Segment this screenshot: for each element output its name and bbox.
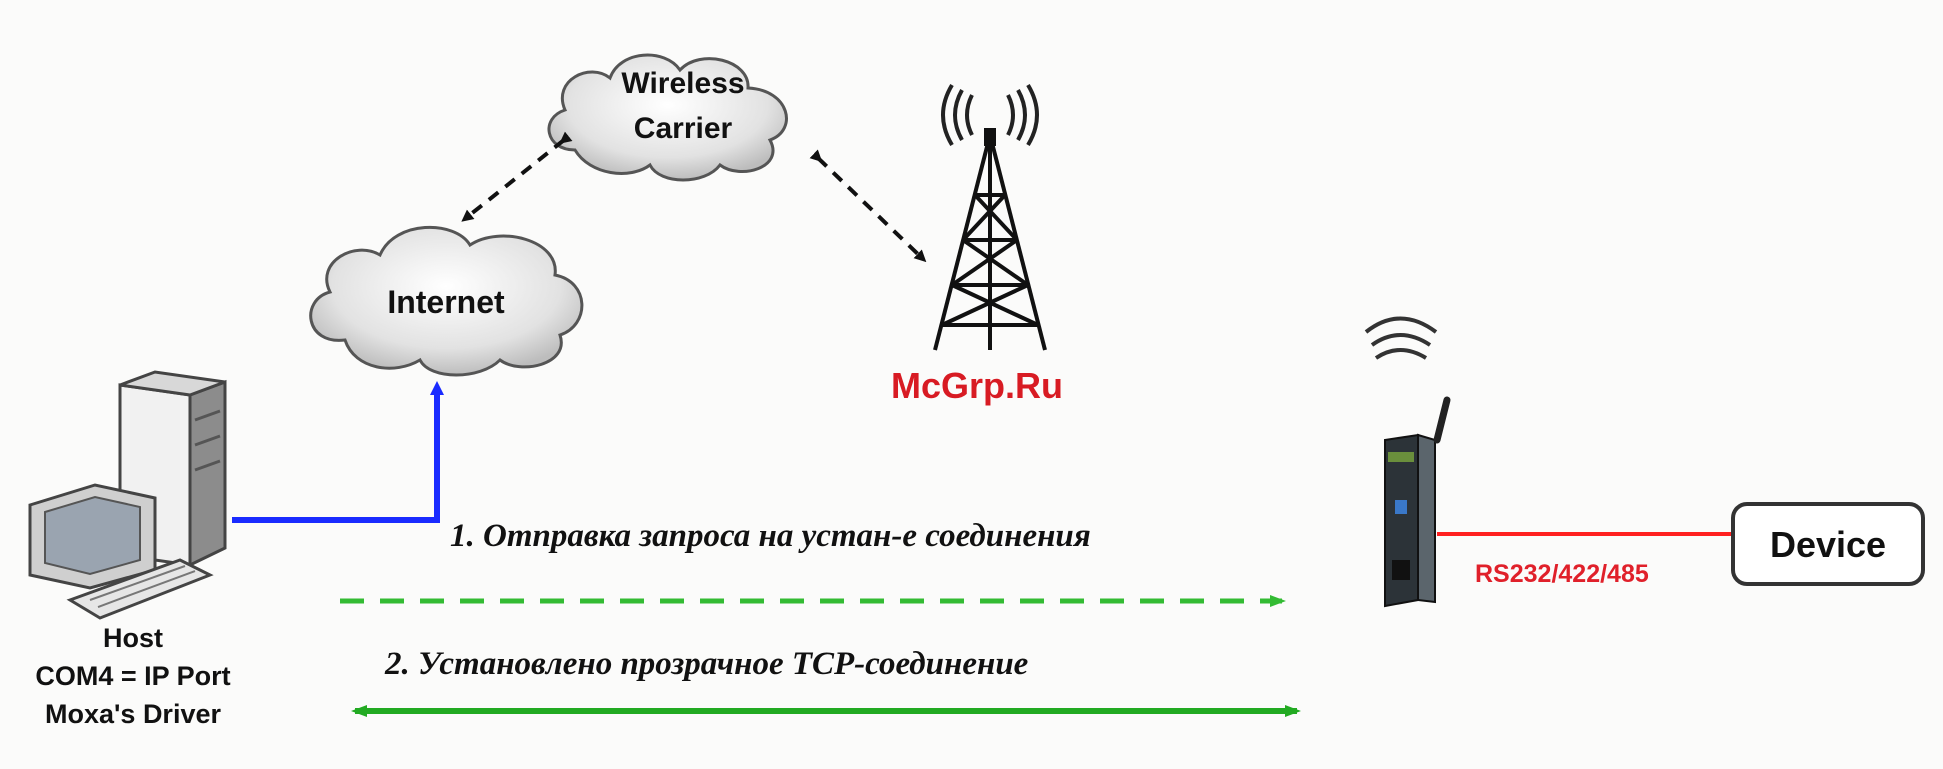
host-label-line2: COM4 = IP Port xyxy=(35,661,230,691)
serial-protocol-label: RS232/422/485 xyxy=(1475,560,1649,588)
wireless-carrier-label-line2: Carrier xyxy=(634,112,733,145)
step1-label: 1. Отправка запроса на устан-е соединени… xyxy=(450,518,1091,554)
internet-label: Internet xyxy=(387,284,505,320)
host-label-line1: Host xyxy=(103,623,163,653)
signal-waves-icon xyxy=(1366,319,1436,359)
carrier-internet-link xyxy=(466,140,564,218)
internet-cloud: Internet xyxy=(311,227,582,375)
host-label-line3: Moxa's Driver xyxy=(45,699,221,729)
carrier-tower-link xyxy=(818,158,922,258)
watermark-text: McGrp.Ru xyxy=(891,365,1063,406)
wireless-carrier-label-line1: Wireless xyxy=(621,67,744,100)
host-label: Host COM4 = IP Port Moxa's Driver xyxy=(35,623,230,729)
server-computer-icon xyxy=(30,372,225,618)
modem-gateway-icon xyxy=(1385,400,1447,606)
host-internet-link xyxy=(232,388,437,520)
wireless-carrier-cloud: Wireless Carrier xyxy=(549,55,786,180)
step2-label: 2. Установлено прозрачное TCP-соединение xyxy=(384,646,1028,682)
cell-tower-icon xyxy=(935,128,1045,350)
device-label: Device xyxy=(1770,524,1886,565)
device-box: Device xyxy=(1733,504,1923,584)
